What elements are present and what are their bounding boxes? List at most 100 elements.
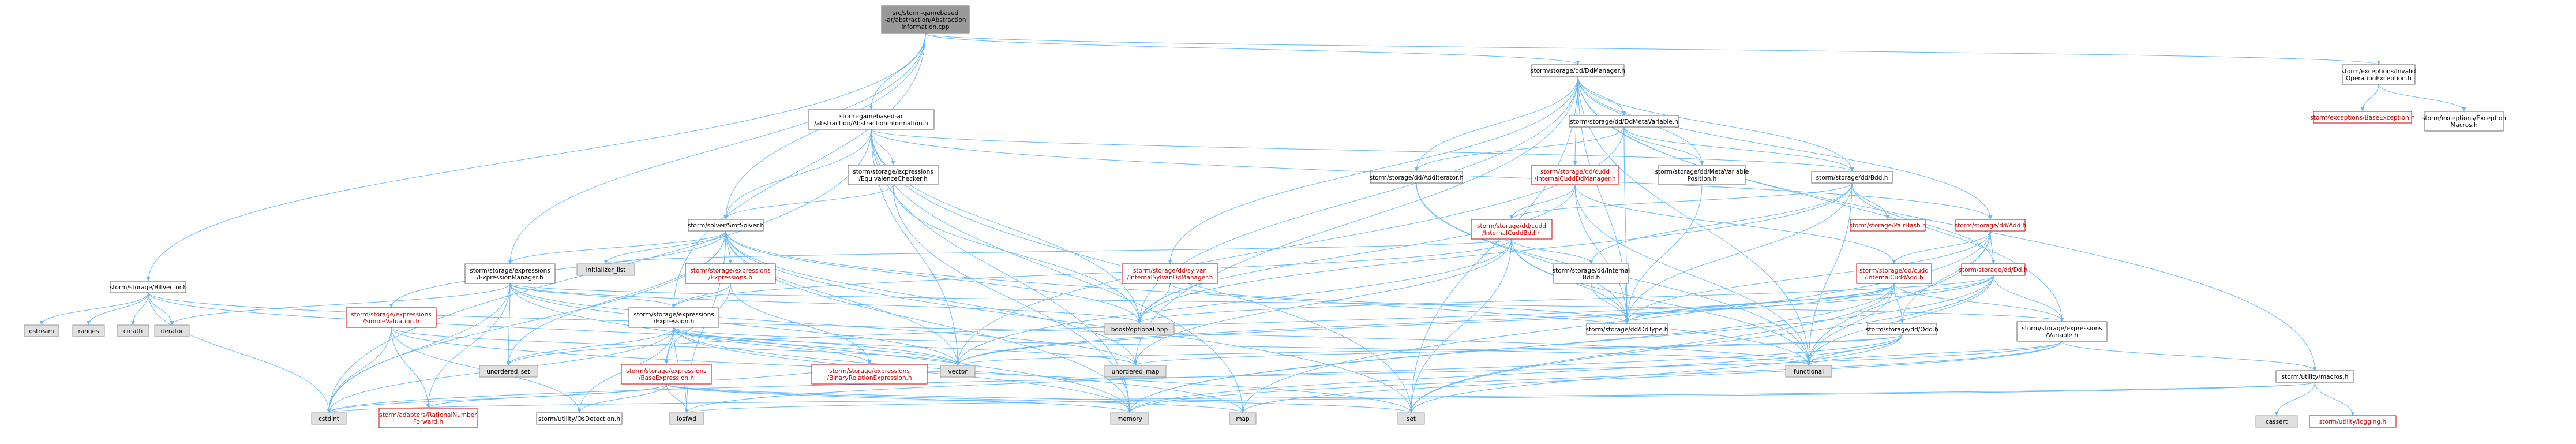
- node-box: [2275, 370, 2354, 383]
- node-label: map: [1236, 416, 1250, 423]
- node-label: storm/storage/dd/DdManager.h: [1531, 68, 1625, 74]
- node-sylvan[interactable]: storm/storage/dd/sylvan/InternalSylvanDd…: [1122, 263, 1218, 284]
- edge-add-to-functional: [1806, 230, 1991, 366]
- node-cuddbdd[interactable]: storm/storage/dd/cudd/InternalCuddBdd.h: [1471, 219, 1553, 240]
- node-cassert: cassert: [2255, 415, 2298, 428]
- edge-odd-to-memory: [1127, 334, 1903, 413]
- node-label: storm/exceptions/Invalid: [2341, 68, 2416, 75]
- node-label: iterator: [160, 328, 183, 335]
- node-exprs[interactable]: storm/storage/expressions/Expressions.h: [685, 263, 776, 284]
- node-set: set: [1397, 412, 1425, 425]
- node-label: storm/exceptions/Exception: [2422, 115, 2506, 122]
- edge-cuddadd-to-memory: [1127, 283, 1895, 413]
- node-logging[interactable]: storm/utility/logging.h: [2309, 415, 2397, 428]
- edge-sylvan-to-boostopt: [1137, 283, 1171, 324]
- edge-eqchk-to-smt: [723, 184, 894, 220]
- node-odd[interactable]: storm/storage/dd/Odd.h: [1866, 323, 1938, 335]
- node-smt[interactable]: storm/solver/SmtSolver.h: [688, 219, 764, 232]
- node-label: storm/storage/expressions: [853, 169, 933, 176]
- node-label: cstdint: [318, 416, 339, 423]
- edge-ddmgr-to-ddmetavar: [1577, 76, 1626, 116]
- node-add[interactable]: storm/storage/dd/Add.h: [1955, 219, 2027, 232]
- edge-bitvec-to-ostream: [39, 292, 149, 326]
- edge-root-to-exprmgr: [508, 33, 926, 264]
- node-root[interactable]: src/storm-gamebased-ar/abstraction/Abstr…: [881, 5, 970, 34]
- edge-cuddmgr-to-cuddadd: [1574, 184, 1896, 264]
- node-ddmgr[interactable]: storm/storage/dd/DdManager.h: [1531, 64, 1625, 77]
- node-pairhash[interactable]: storm/storage/PairHash.h: [1849, 219, 1926, 232]
- edge-expr-to-baseexpr: [664, 327, 674, 365]
- edge-bdd-to-cuddbdd: [1509, 182, 1853, 220]
- edge-metapos-to-ddtype: [1625, 184, 1703, 324]
- node-ddtype[interactable]: storm/storage/dd/DdType.h: [1585, 323, 1668, 335]
- node-umap: unordered_map: [1104, 365, 1167, 378]
- edge-agai-to-bdd: [871, 129, 1854, 172]
- node-binrel[interactable]: storm/storage/expressions/BinaryRelation…: [811, 364, 928, 385]
- node-expr[interactable]: storm/storage/expressions/Expression.h: [628, 307, 719, 328]
- node-label: storm/storage/dd/sylvan: [1133, 267, 1207, 274]
- node-box: [1370, 171, 1463, 184]
- node-variable[interactable]: storm/storage/expressions/Variable.h: [2016, 321, 2108, 342]
- node-cstdint: cstdint: [311, 412, 347, 425]
- node-label: /InternalCuddAdd.h: [1865, 274, 1923, 281]
- edge-dd-to-variable: [1993, 275, 2064, 322]
- edge-cuddbdd-to-set: [1409, 238, 1512, 413]
- edge-root-to-expr: [672, 33, 926, 308]
- node-box: [72, 324, 105, 337]
- edge-smt-to-boostopt: [725, 230, 1142, 324]
- node-box: [1955, 219, 2026, 232]
- node-box: [378, 408, 478, 428]
- node-label: Bdd.h: [1583, 274, 1600, 281]
- edge-cuddbdd-to-vector: [955, 238, 1512, 366]
- edge-bdd-to-intbdd: [1589, 182, 1853, 264]
- node-label: storm/storage/expressions: [690, 267, 770, 274]
- node-uset: unordered_set: [479, 365, 538, 378]
- edge-invop-to-baseexc: [2360, 84, 2379, 112]
- node-label: /BaseExpression.h: [639, 375, 694, 382]
- node-label: storm/storage/dd/Internal: [1553, 267, 1630, 274]
- node-box: [536, 412, 623, 425]
- node-label: storm/storage/dd/cudd: [1859, 267, 1929, 274]
- node-iterator: iterator: [154, 324, 190, 337]
- node-bitvec[interactable]: storm/storage/BitVector.h: [110, 281, 187, 293]
- node-ddmetavar[interactable]: storm/storage/dd/DdMetaVariable.h: [1569, 115, 1679, 128]
- edge-ddmgr-to-boostopt: [1137, 76, 1578, 324]
- edge-intbdd-to-ddtype: [1591, 283, 1629, 324]
- edge-simpleval-to-vector: [391, 327, 960, 366]
- node-label: unordered_map: [1112, 368, 1160, 375]
- node-cuddmgr[interactable]: storm/storage/dd/cudd/InternalCuddDdMana…: [1531, 165, 1619, 185]
- node-label: /SimpleValuation.h: [363, 318, 419, 325]
- edge-exprs-to-expr: [672, 283, 731, 308]
- graph-nodes: src/storm-gamebased-ar/abstraction/Abstr…: [24, 5, 2506, 428]
- node-simpleval[interactable]: storm/storage/expressions/SimpleValuatio…: [346, 307, 437, 328]
- node-exprmgr[interactable]: storm/storage/expressions/ExpressionMana…: [464, 263, 556, 284]
- node-box: [1569, 115, 1679, 128]
- node-osdet[interactable]: storm/utility/OsDetection.h: [536, 412, 623, 425]
- node-label: storm/storage/expressions: [470, 267, 550, 274]
- node-label: storm/utility/OsDetection.h: [538, 416, 620, 423]
- node-label: storm/storage/dd/AddIterator.h: [1370, 174, 1464, 181]
- edge-variable-to-cstdint: [327, 341, 2063, 413]
- node-baseexc[interactable]: storm/exceptions/BaseException.h: [2310, 111, 2415, 124]
- node-invop[interactable]: storm/exceptions/InvalidOperationExcepti…: [2341, 64, 2416, 85]
- node-baseexpr[interactable]: storm/storage/expressions/BaseExpression…: [621, 364, 712, 385]
- node-dd[interactable]: storm/storage/dd/Dd.h: [1959, 263, 2028, 276]
- node-macros[interactable]: storm/utility/macros.h: [2275, 370, 2354, 383]
- node-box: [2424, 111, 2504, 132]
- node-eqchk[interactable]: storm/storage/expressions/EquivalenceChe…: [848, 165, 939, 185]
- node-label: /Expression.h: [654, 318, 695, 325]
- node-cuddadd[interactable]: storm/storage/dd/cudd/InternalCuddAdd.h: [1856, 263, 1932, 284]
- edge-root-to-invop: [925, 33, 2380, 65]
- edge-variable-to-map: [1240, 341, 2063, 413]
- node-box: [1961, 263, 2026, 276]
- node-agai[interactable]: storm-gamebased-ar/abstraction/Abstracti…: [808, 109, 935, 130]
- node-bdd[interactable]: storm/storage/dd/Bdd.h: [1811, 171, 1893, 184]
- node-addit[interactable]: storm/storage/dd/AddIterator.h: [1370, 171, 1464, 184]
- edge-exprmgr-to-iterator: [170, 283, 511, 326]
- node-label: /InternalCuddDdManager.h: [1534, 176, 1615, 182]
